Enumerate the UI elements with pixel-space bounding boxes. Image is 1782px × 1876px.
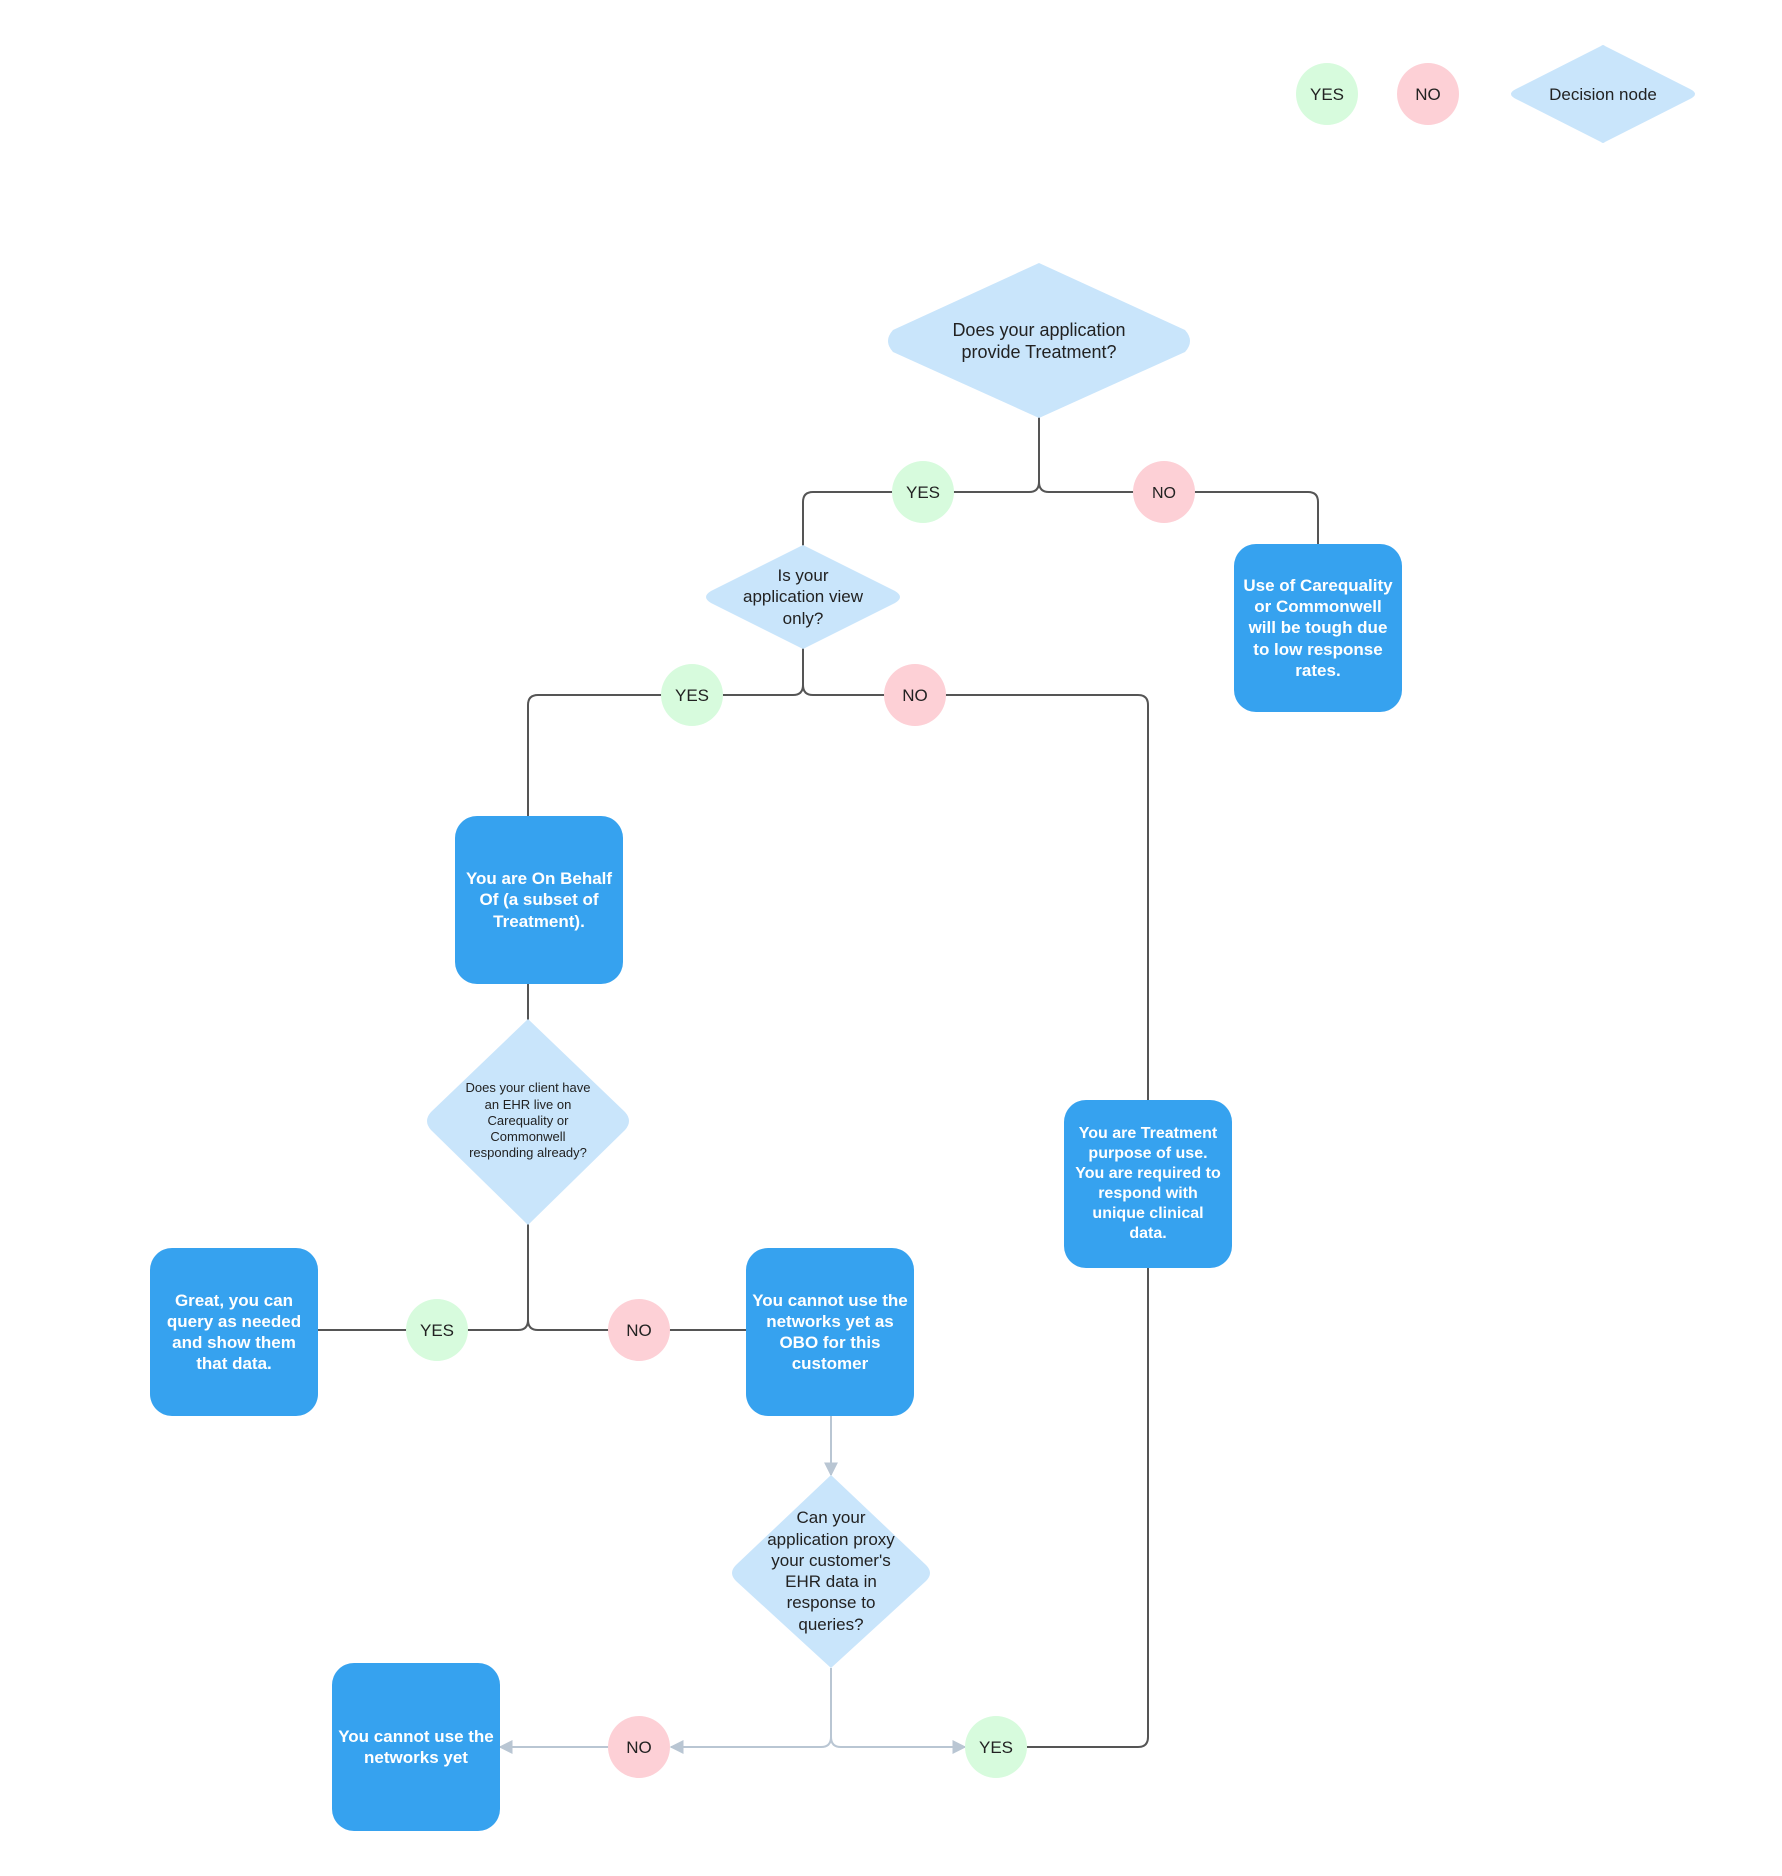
yes-badge-q4 <box>965 1716 1027 1778</box>
connector-q1-yes <box>802 481 1040 553</box>
connector-q1-no <box>1038 481 1319 545</box>
legend-yes-circle <box>1296 63 1358 125</box>
decision-ehr-live-text: Does your client have an EHR live on Car… <box>465 1080 591 1161</box>
no-badge-q2 <box>884 664 946 726</box>
result-great-query: Great, you can query as needed and show … <box>150 1248 318 1416</box>
result-cannot-yet: You cannot use the networks yet <box>332 1663 500 1831</box>
no-badge-q1 <box>1133 461 1195 523</box>
no-badge-q1-text: NO <box>1152 485 1176 502</box>
branch-labels: YES NO YES NO YES NO NO YES <box>406 461 1195 1778</box>
yes-badge-q3 <box>406 1299 468 1361</box>
decision-provide-treatment <box>888 263 1190 418</box>
result-treatment-purpose: You are Treatment purpose of use. You ar… <box>1064 1100 1232 1268</box>
decision-proxy-data <box>732 1475 930 1668</box>
decision-ehr-live <box>427 1019 629 1225</box>
result-tough-response: Use of Carequality or Commonwell will be… <box>1234 544 1402 712</box>
no-badge-q4-text: NO <box>626 1738 652 1757</box>
legend-no-label: NO <box>1415 85 1441 104</box>
yes-badge-q4-text: YES <box>979 1738 1013 1757</box>
decision-proxy-data-text: Can your application proxy your customer… <box>767 1508 895 1634</box>
legend-no-circle <box>1397 63 1459 125</box>
legend-decision-node-shape <box>1511 45 1695 143</box>
no-badge-q2-text: NO <box>902 686 928 705</box>
legend-decision-node-label: Decision node <box>1549 85 1657 104</box>
yes-badge-q2 <box>661 664 723 726</box>
connector-q3-no <box>527 1319 748 1331</box>
yes-badge-q3-text: YES <box>420 1321 454 1340</box>
yes-badge-q1 <box>892 461 954 523</box>
yes-badge-q1-text: YES <box>906 483 940 502</box>
decision-view-only <box>706 545 900 649</box>
decision-view-only-text: Is your application view only? <box>742 566 863 628</box>
result-on-behalf-of: You are On Behalf Of (a subset of Treatm… <box>455 816 623 984</box>
no-badge-q3 <box>608 1299 670 1361</box>
connector-q4-yes <box>830 1736 967 1754</box>
no-badge-q3-text: NO <box>626 1321 652 1340</box>
decision-provide-treatment-text: Does your application provide Treatment? <box>952 319 1126 363</box>
connector-q4-no <box>669 1736 832 1754</box>
connector-treatment-to-yes <box>1027 1268 1149 1748</box>
no-badge-q4 <box>608 1716 670 1778</box>
connector-q2-no <box>802 684 1149 1101</box>
connector-q2-yes <box>527 684 804 818</box>
result-cannot-obo: You cannot use the networks yet as OBO f… <box>746 1248 914 1416</box>
legend-yes-label: YES <box>1310 85 1344 104</box>
yes-badge-q2-text: YES <box>675 686 709 705</box>
legend: YES NO Decision node <box>1296 45 1695 143</box>
